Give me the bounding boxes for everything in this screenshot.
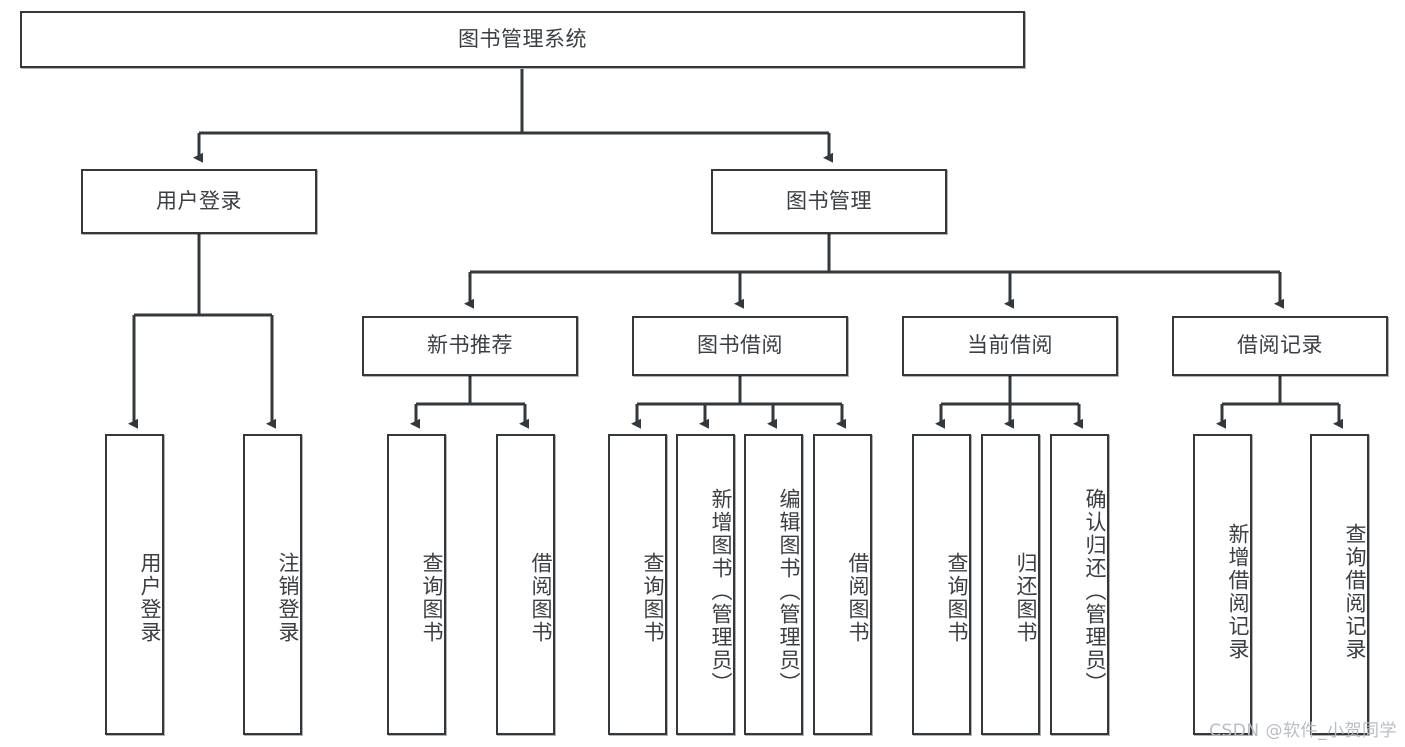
node-user-login[interactable]: 用户登录 xyxy=(81,169,317,234)
node-leaf-add-book[interactable]: 新增图书（管理员） xyxy=(676,434,735,735)
node-current-borrow[interactable]: 当前借阅 xyxy=(902,316,1118,376)
node-label: 查询图书 xyxy=(641,551,665,644)
node-leaf-query-book-2[interactable]: 查询图书 xyxy=(608,434,667,735)
node-new-book-recommend[interactable]: 新书推荐 xyxy=(362,316,578,376)
node-leaf-user-login[interactable]: 用户登录 xyxy=(105,434,164,735)
node-book-management-system[interactable]: 图书管理系统 xyxy=(20,11,1025,68)
node-label: 借阅图书 xyxy=(846,551,870,644)
node-leaf-borrow-book-1[interactable]: 借阅图书 xyxy=(496,434,555,735)
node-label: 查询借阅记录 xyxy=(1343,522,1367,661)
node-label: 注销登录 xyxy=(276,551,300,644)
node-book-management[interactable]: 图书管理 xyxy=(711,169,947,234)
node-label: 归还图书 xyxy=(1014,551,1038,644)
node-label: 确认归还（管理员） xyxy=(1083,488,1107,695)
node-label: 用户登录 xyxy=(138,551,162,644)
node-leaf-logout-login[interactable]: 注销登录 xyxy=(243,434,302,735)
node-label: 用户登录 xyxy=(156,188,242,213)
node-leaf-confirm-return[interactable]: 确认归还（管理员） xyxy=(1050,434,1109,735)
node-label: 查询图书 xyxy=(945,551,969,644)
node-leaf-add-record[interactable]: 新增借阅记录 xyxy=(1193,434,1252,735)
node-label: 图书管理系统 xyxy=(458,26,587,51)
node-leaf-return-book[interactable]: 归还图书 xyxy=(981,434,1040,735)
node-label: 当前借阅 xyxy=(967,333,1053,358)
node-book-borrow[interactable]: 图书借阅 xyxy=(632,316,848,376)
node-label: 图书管理 xyxy=(786,188,872,213)
node-label: 查询图书 xyxy=(420,551,444,644)
node-label: 图书借阅 xyxy=(697,333,783,358)
node-label: 借阅记录 xyxy=(1237,333,1323,358)
node-label: 新书推荐 xyxy=(427,333,513,358)
csdn-watermark: CSDN @软件_小贺同学 xyxy=(1209,721,1397,741)
node-label: 新增图书（管理员） xyxy=(709,488,733,695)
node-label: 借阅图书 xyxy=(529,551,553,644)
node-leaf-query-record[interactable]: 查询借阅记录 xyxy=(1310,434,1369,735)
node-leaf-query-book-3[interactable]: 查询图书 xyxy=(912,434,971,735)
node-label: 编辑图书（管理员） xyxy=(777,488,801,695)
node-borrow-record[interactable]: 借阅记录 xyxy=(1172,316,1388,376)
node-leaf-borrow-book-2[interactable]: 借阅图书 xyxy=(813,434,872,735)
node-leaf-edit-book[interactable]: 编辑图书（管理员） xyxy=(744,434,803,735)
node-label: 新增借阅记录 xyxy=(1226,522,1250,661)
node-leaf-query-book-1[interactable]: 查询图书 xyxy=(387,434,446,735)
